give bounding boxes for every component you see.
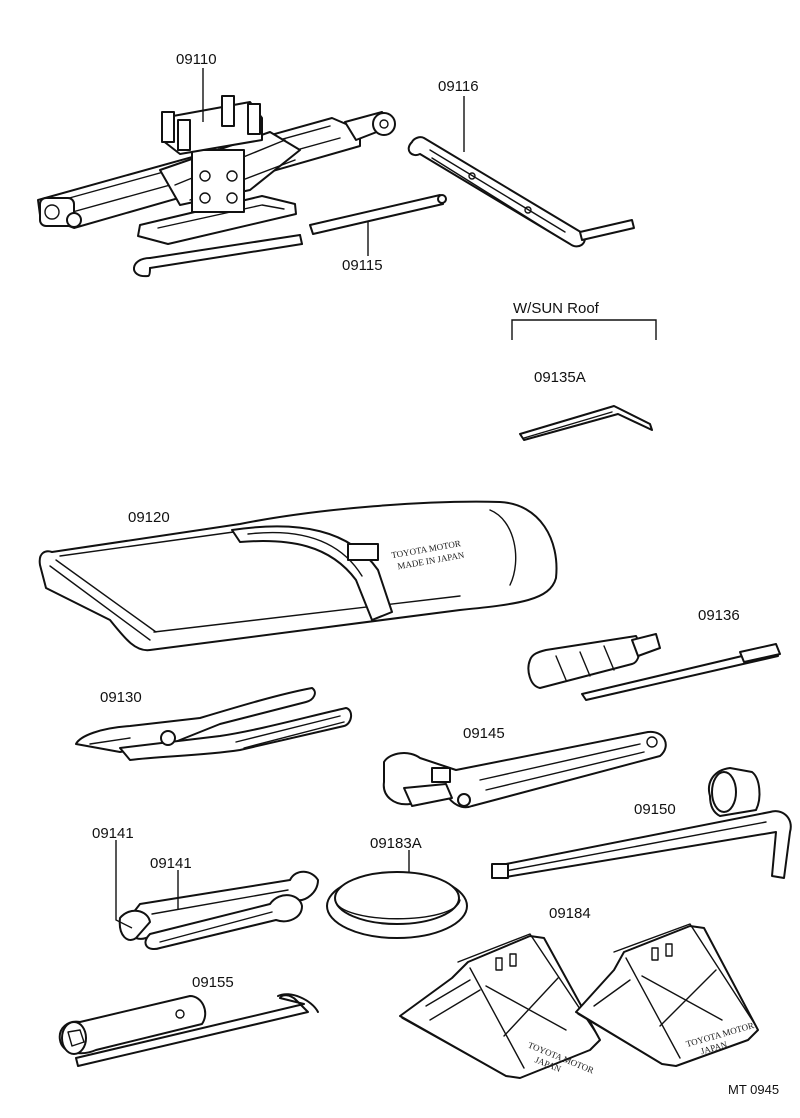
label-plug-wrench: 09155 [192, 974, 234, 991]
open-end-wrenches-illustration [118, 870, 319, 950]
label-tool-bag: 09120 [128, 509, 170, 526]
label-adjustable-wrench: 09145 [463, 725, 505, 742]
cap-illustration [326, 871, 468, 939]
jack-illustration [37, 95, 396, 245]
label-jack-handle-extension: 09116 [438, 78, 479, 95]
label-sun-roof-wrench: 09135A [534, 369, 586, 386]
sun-roof-wrench-illustration [519, 405, 653, 441]
jack-handle-illustration [133, 194, 447, 278]
label-jack-handle: 09115 [342, 257, 383, 274]
label-wheel-nut-wrench: 09150 [634, 801, 676, 818]
part-labels: 09110 09116 09115 09135A 09120 09136 091… [92, 51, 740, 991]
label-wheel-chock: 09184 [549, 905, 591, 922]
leader-lines [115, 68, 465, 929]
label-open-end-wrench-a: 09141 [92, 825, 134, 842]
jack-handle-extension-illustration [407, 136, 635, 248]
screwdriver-illustration [527, 633, 781, 701]
sun-roof-header: W/SUN Roof [511, 300, 657, 340]
label-screwdriver: 09136 [698, 607, 740, 624]
wheel-nut-wrench-illustration [491, 767, 792, 879]
tool-bag-illustration: TOYOTA MOTOR MADE IN JAPAN [38, 500, 558, 652]
wheel-chocks-illustration: TOYOTA MOTOR JAPAN TOYOTA MOTOR JAPAN [399, 923, 759, 1079]
label-cap: 09183A [370, 835, 422, 852]
pliers-illustration [75, 687, 352, 761]
label-pliers: 09130 [100, 689, 142, 706]
diagram-code: MT 0945 [728, 1082, 779, 1097]
label-jack: 09110 [176, 51, 217, 68]
plug-wrench-illustration [58, 993, 319, 1067]
sun-roof-label: W/SUN Roof [513, 300, 600, 317]
adjustable-wrench-illustration [382, 730, 667, 809]
label-open-end-wrench-b: 09141 [150, 855, 192, 872]
